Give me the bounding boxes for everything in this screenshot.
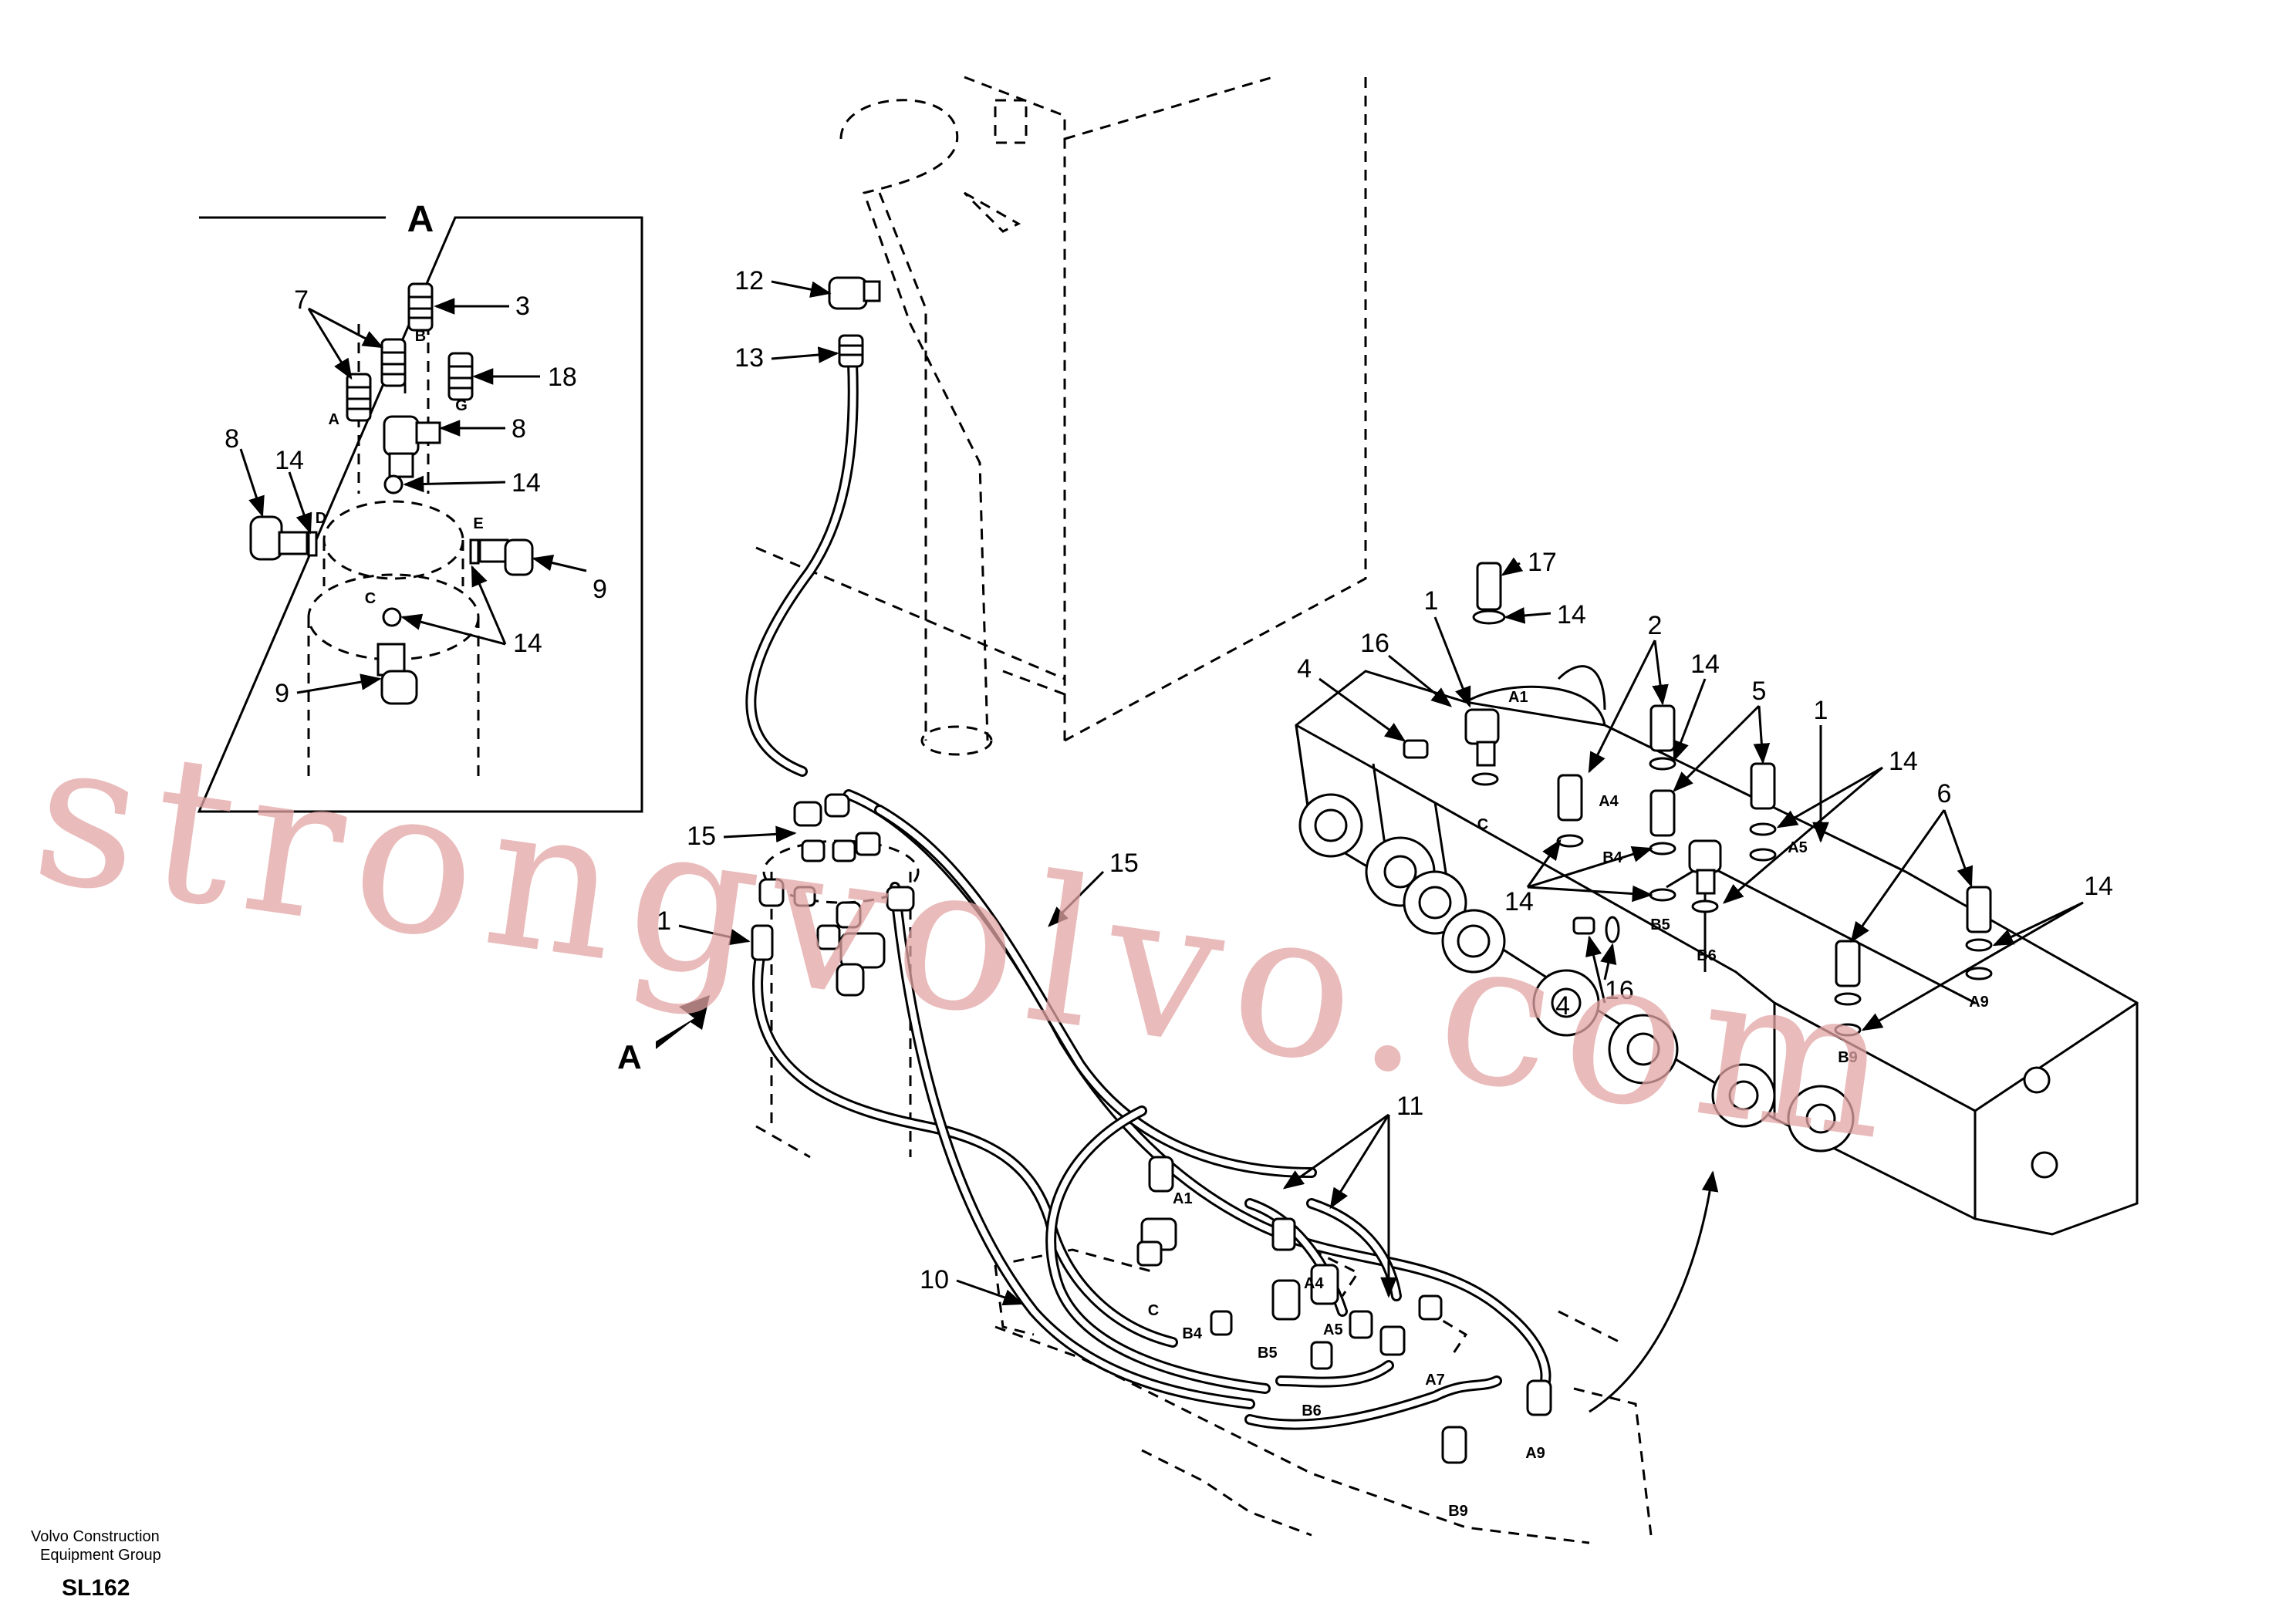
hose-10	[890, 882, 1502, 1430]
detail-callout-18: 18	[548, 363, 577, 392]
o-ring-14-right	[469, 538, 480, 565]
detail-callout-14-bottom: 14	[513, 629, 542, 658]
valve-callout-1-left: 1	[1424, 586, 1439, 616]
valve-port-c: C	[1477, 816, 1488, 833]
detail-callout-7: 7	[294, 285, 309, 315]
main-port-b9: B9	[1448, 1503, 1468, 1520]
main-callout-10: 10	[920, 1265, 949, 1294]
main-callout-12: 12	[734, 266, 764, 295]
valve-port-b9: B9	[1838, 1049, 1858, 1066]
main-port-b4: B4	[1182, 1325, 1202, 1342]
control-valve-view: 17 14 1 16 4 2 14 5 1 14 6 14 14 16 4 A1…	[1295, 548, 2139, 1236]
valve-callout-5: 5	[1752, 677, 1767, 706]
detail-callout-14-top: 14	[512, 468, 541, 498]
valve-callout-14-mid: 14	[1690, 650, 1720, 679]
solenoids	[1298, 793, 2058, 1179]
footer: Volvo Construction Equipment Group SL162	[31, 1527, 161, 1601]
valve-port-a4: A4	[1599, 793, 1619, 810]
detail-callout-8-left: 8	[225, 424, 239, 454]
o-ring-14-left	[307, 531, 318, 557]
valve-port-a1: A1	[1508, 689, 1528, 706]
detail-callout-3: 3	[515, 292, 530, 321]
elbow-12	[828, 276, 881, 310]
view-direction-arrow: A	[617, 995, 710, 1076]
main-callout-15-right: 15	[1109, 849, 1139, 878]
hose-13	[745, 357, 859, 777]
valve-port-a5: A5	[1788, 839, 1808, 856]
valve-port-a9: A9	[1969, 994, 1989, 1011]
elbow-8-left	[249, 515, 309, 561]
valve-fittings	[1403, 562, 1993, 1037]
valve-callout-4-top: 4	[1297, 654, 1312, 683]
valve-callout-14-low: 14	[1504, 887, 1534, 916]
main-port-a9: A9	[1525, 1445, 1545, 1462]
main-port-b6: B6	[1302, 1402, 1322, 1419]
valve-callout-14-top: 14	[1557, 600, 1586, 629]
detail-a-frame	[197, 216, 643, 813]
main-port-a7: A7	[1425, 1372, 1445, 1389]
valve-callout-16-low: 16	[1605, 976, 1634, 1005]
fitting-13	[838, 334, 864, 368]
detail-port-a: A	[329, 411, 339, 428]
valve-port-b6: B6	[1697, 947, 1717, 964]
detail-port-g: G	[455, 397, 468, 414]
fittings-at-valve	[1136, 1156, 1552, 1464]
hose-1	[752, 951, 1178, 1348]
o-ring-14-top	[383, 474, 403, 494]
detail-port-i: I	[403, 380, 407, 397]
detail-callout-14-left: 14	[275, 446, 304, 475]
detail-port-c: C	[365, 590, 376, 607]
main-port-a5: A5	[1323, 1321, 1343, 1338]
valve-callout-14-right: 14	[1889, 747, 1918, 776]
main-callout-11: 11	[1396, 1092, 1423, 1121]
main-view: A 12 13 15 15 1 10 11 A1 A4 C B4 B5 A5 B…	[617, 76, 1719, 1544]
drawing-code: SL162	[62, 1575, 130, 1601]
elbow-9-right	[478, 538, 534, 576]
main-port-a4: A4	[1304, 1275, 1324, 1292]
valve-port-b5: B5	[1650, 916, 1670, 933]
fitting-7-left	[346, 373, 372, 422]
detail-pointer-arrow	[1589, 1170, 1719, 1413]
valve-callout-1-right: 1	[1814, 696, 1828, 725]
main-port-a1: A1	[1173, 1190, 1193, 1207]
valve-body	[1295, 665, 2139, 1236]
hose-15	[843, 789, 1551, 1394]
elbow-8-top	[383, 415, 441, 478]
detail-a-title: A	[407, 199, 434, 240]
company-name-line1: Volvo Construction	[31, 1528, 160, 1545]
main-callout-15-left: 15	[687, 822, 716, 851]
detail-callout-9-bottom: 9	[275, 679, 289, 708]
valve-callout-6: 6	[1937, 779, 1952, 808]
fittings-at-swivel	[751, 793, 915, 997]
valve-port-b4: B4	[1602, 849, 1622, 866]
fitting-7-right	[380, 338, 407, 387]
main-callout-13: 13	[734, 343, 764, 373]
main-port-c: C	[1148, 1302, 1159, 1319]
detail-port-e: E	[473, 515, 483, 532]
detail-callout-8-top: 8	[512, 414, 526, 444]
valve-callout-14-far: 14	[2084, 872, 2113, 901]
view-arrow-label: A	[617, 1038, 642, 1076]
company-name-line2: Equipment Group	[40, 1547, 161, 1564]
valve-callout-16-top: 16	[1360, 629, 1389, 658]
valve-callout-4-low: 4	[1555, 991, 1570, 1021]
o-ring-14-bottom	[382, 607, 402, 627]
detail-port-d: D	[316, 510, 326, 527]
fitting-18	[447, 352, 474, 401]
main-callout-1: 1	[657, 906, 671, 936]
main-port-b5: B5	[1258, 1345, 1278, 1362]
elbow-9-bottom	[376, 643, 418, 705]
detail-callout-9-right: 9	[593, 575, 607, 604]
valve-callout-2: 2	[1648, 611, 1663, 640]
valve-callout-17: 17	[1528, 548, 1557, 577]
fitting-3	[407, 282, 434, 332]
detail-a-view: A	[197, 199, 643, 813]
detail-port-b: B	[415, 328, 426, 345]
